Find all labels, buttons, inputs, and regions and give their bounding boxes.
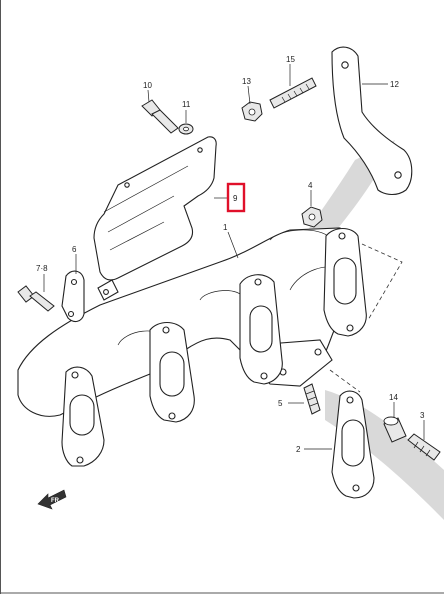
part-6-small-bracket[interactable]	[61, 270, 85, 323]
label-11: 11	[182, 100, 191, 109]
label-1: 1	[223, 223, 228, 232]
label-15: 15	[286, 55, 295, 64]
part-4-nut[interactable]	[301, 206, 323, 228]
part-3-stud[interactable]	[407, 433, 441, 461]
dashed-guide-lower	[329, 369, 361, 393]
part-9-heat-shield[interactable]	[93, 136, 217, 301]
manifold-flange-port-3	[239, 274, 283, 385]
part-7-8-bolt[interactable]	[17, 285, 55, 312]
part-11-washer[interactable]	[178, 123, 194, 135]
leader-1	[227, 231, 239, 259]
label-12: 12	[390, 80, 399, 89]
label-3: 3	[420, 411, 425, 420]
part-15-stud[interactable]	[269, 77, 317, 109]
label-9[interactable]: 9	[233, 194, 238, 203]
label-10: 10	[143, 81, 152, 90]
part-2-gasket[interactable]	[331, 390, 375, 499]
dashed-guide-upper	[361, 243, 403, 321]
part-5-stud[interactable]	[303, 383, 321, 415]
label-4: 4	[308, 181, 313, 190]
part-12-bracket[interactable]	[331, 46, 413, 196]
label-13: 13	[242, 77, 251, 86]
leader-10	[147, 89, 150, 103]
part-14-collar[interactable]	[383, 416, 407, 443]
front-direction-arrow-icon: FR	[37, 489, 67, 510]
label-6: 6	[72, 245, 77, 254]
label-5: 5	[278, 399, 283, 408]
part-10-bolt[interactable]	[141, 99, 179, 134]
manifold-flange-port-4	[323, 227, 367, 337]
front-marker-label: FR	[51, 498, 60, 504]
leader-13	[247, 85, 251, 105]
label-14: 14	[389, 393, 398, 402]
part-13-nut[interactable]	[241, 101, 263, 122]
label-7-8: 7·8	[36, 264, 48, 273]
highlight-box-9[interactable]	[226, 182, 246, 213]
label-2: 2	[296, 445, 301, 454]
manifold-flange-port-2	[149, 321, 195, 423]
manifold-flange-port-1	[61, 366, 105, 467]
